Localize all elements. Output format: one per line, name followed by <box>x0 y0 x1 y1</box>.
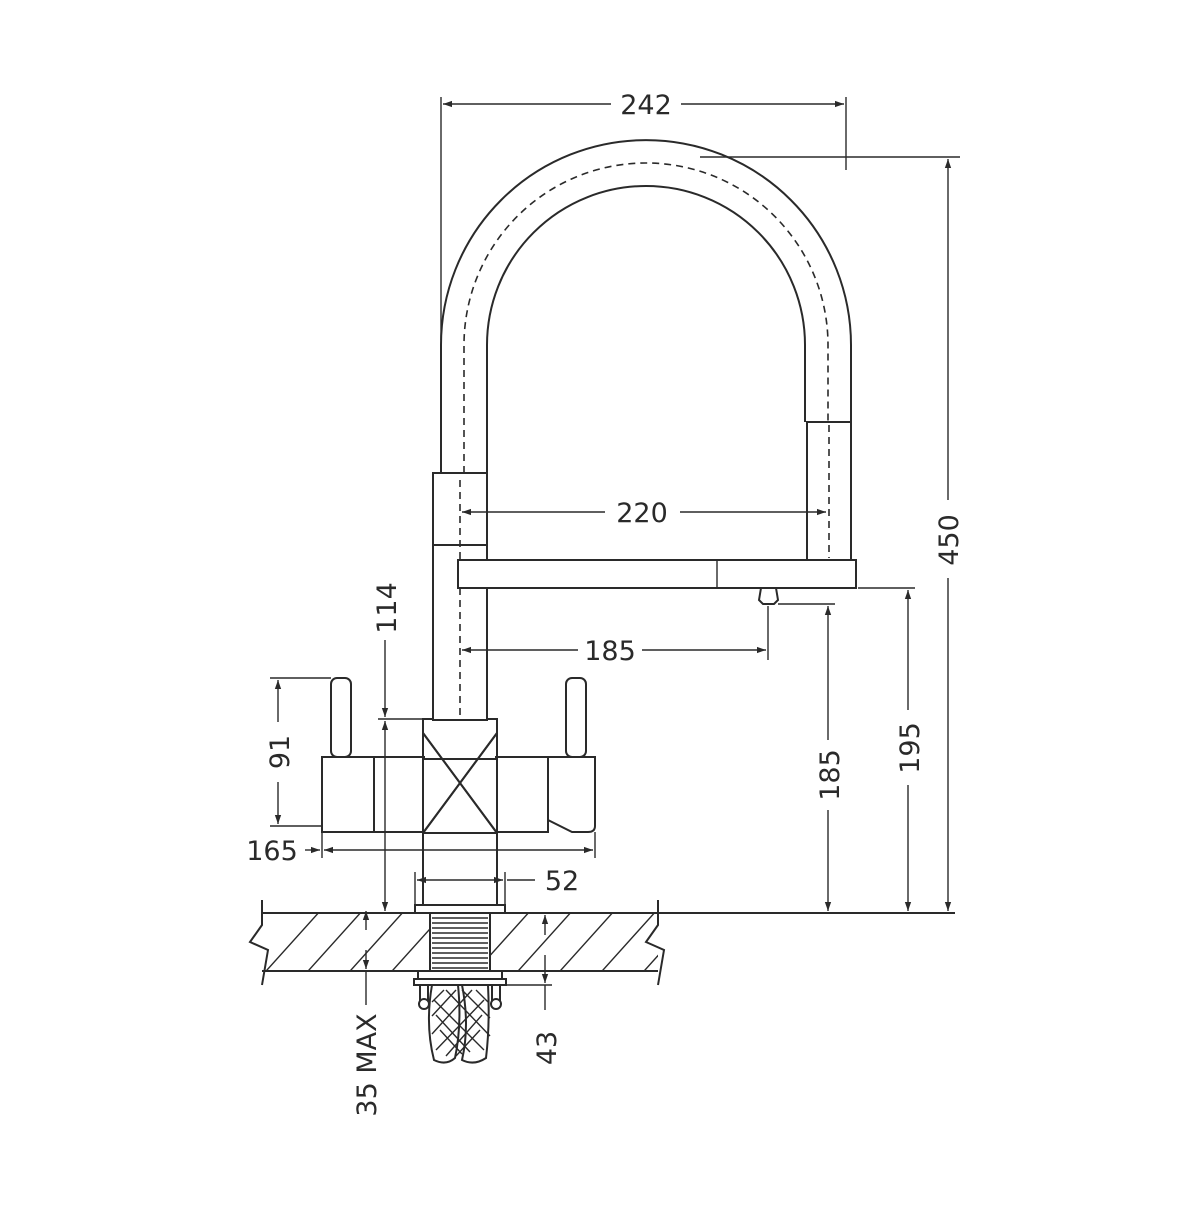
dimension-outlet-offset: 185 <box>462 636 766 667</box>
tap-column <box>432 472 488 721</box>
dimension-deck-thickness: 35 MAX <box>352 911 430 1117</box>
pull-out-spray-head <box>457 421 857 660</box>
dimension-label: 185 <box>584 636 636 667</box>
left-handle <box>330 677 352 758</box>
dimension-spout-reach: 220 <box>462 498 826 529</box>
dimension-base-diameter: 52 <box>414 866 579 905</box>
right-handle <box>565 677 587 758</box>
dimension-tail-length: 43 <box>505 915 563 1065</box>
dimension-overall-height: 450 <box>700 156 965 911</box>
dimension-label: 91 <box>265 735 296 769</box>
flexible-hoses <box>427 984 491 1064</box>
dimension-label: 242 <box>620 90 672 121</box>
dimension-body-width: 165 <box>246 832 596 867</box>
dimension-outlet-height: 185 <box>778 603 846 911</box>
dimension-label: 195 <box>895 722 926 774</box>
dimension-spout-to-body: 114 <box>372 582 423 911</box>
dimension-label: 450 <box>934 514 965 566</box>
dimension-spout-underside-height: 195 <box>858 587 926 911</box>
threaded-tail <box>413 912 507 1010</box>
dimension-label: 52 <box>545 866 579 897</box>
dimension-label: 43 <box>532 1031 563 1065</box>
worktop-section <box>248 900 955 986</box>
dimension-label: 220 <box>616 498 668 529</box>
dimension-handle-height: 91 <box>265 677 331 827</box>
spout-arch <box>440 139 852 473</box>
dimension-label: 114 <box>372 582 403 634</box>
dimension-label: 35 MAX <box>352 1013 383 1116</box>
dimension-label: 185 <box>815 749 846 801</box>
dimension-overall-width: 242 <box>440 90 847 340</box>
dimension-label: 165 <box>246 836 298 867</box>
